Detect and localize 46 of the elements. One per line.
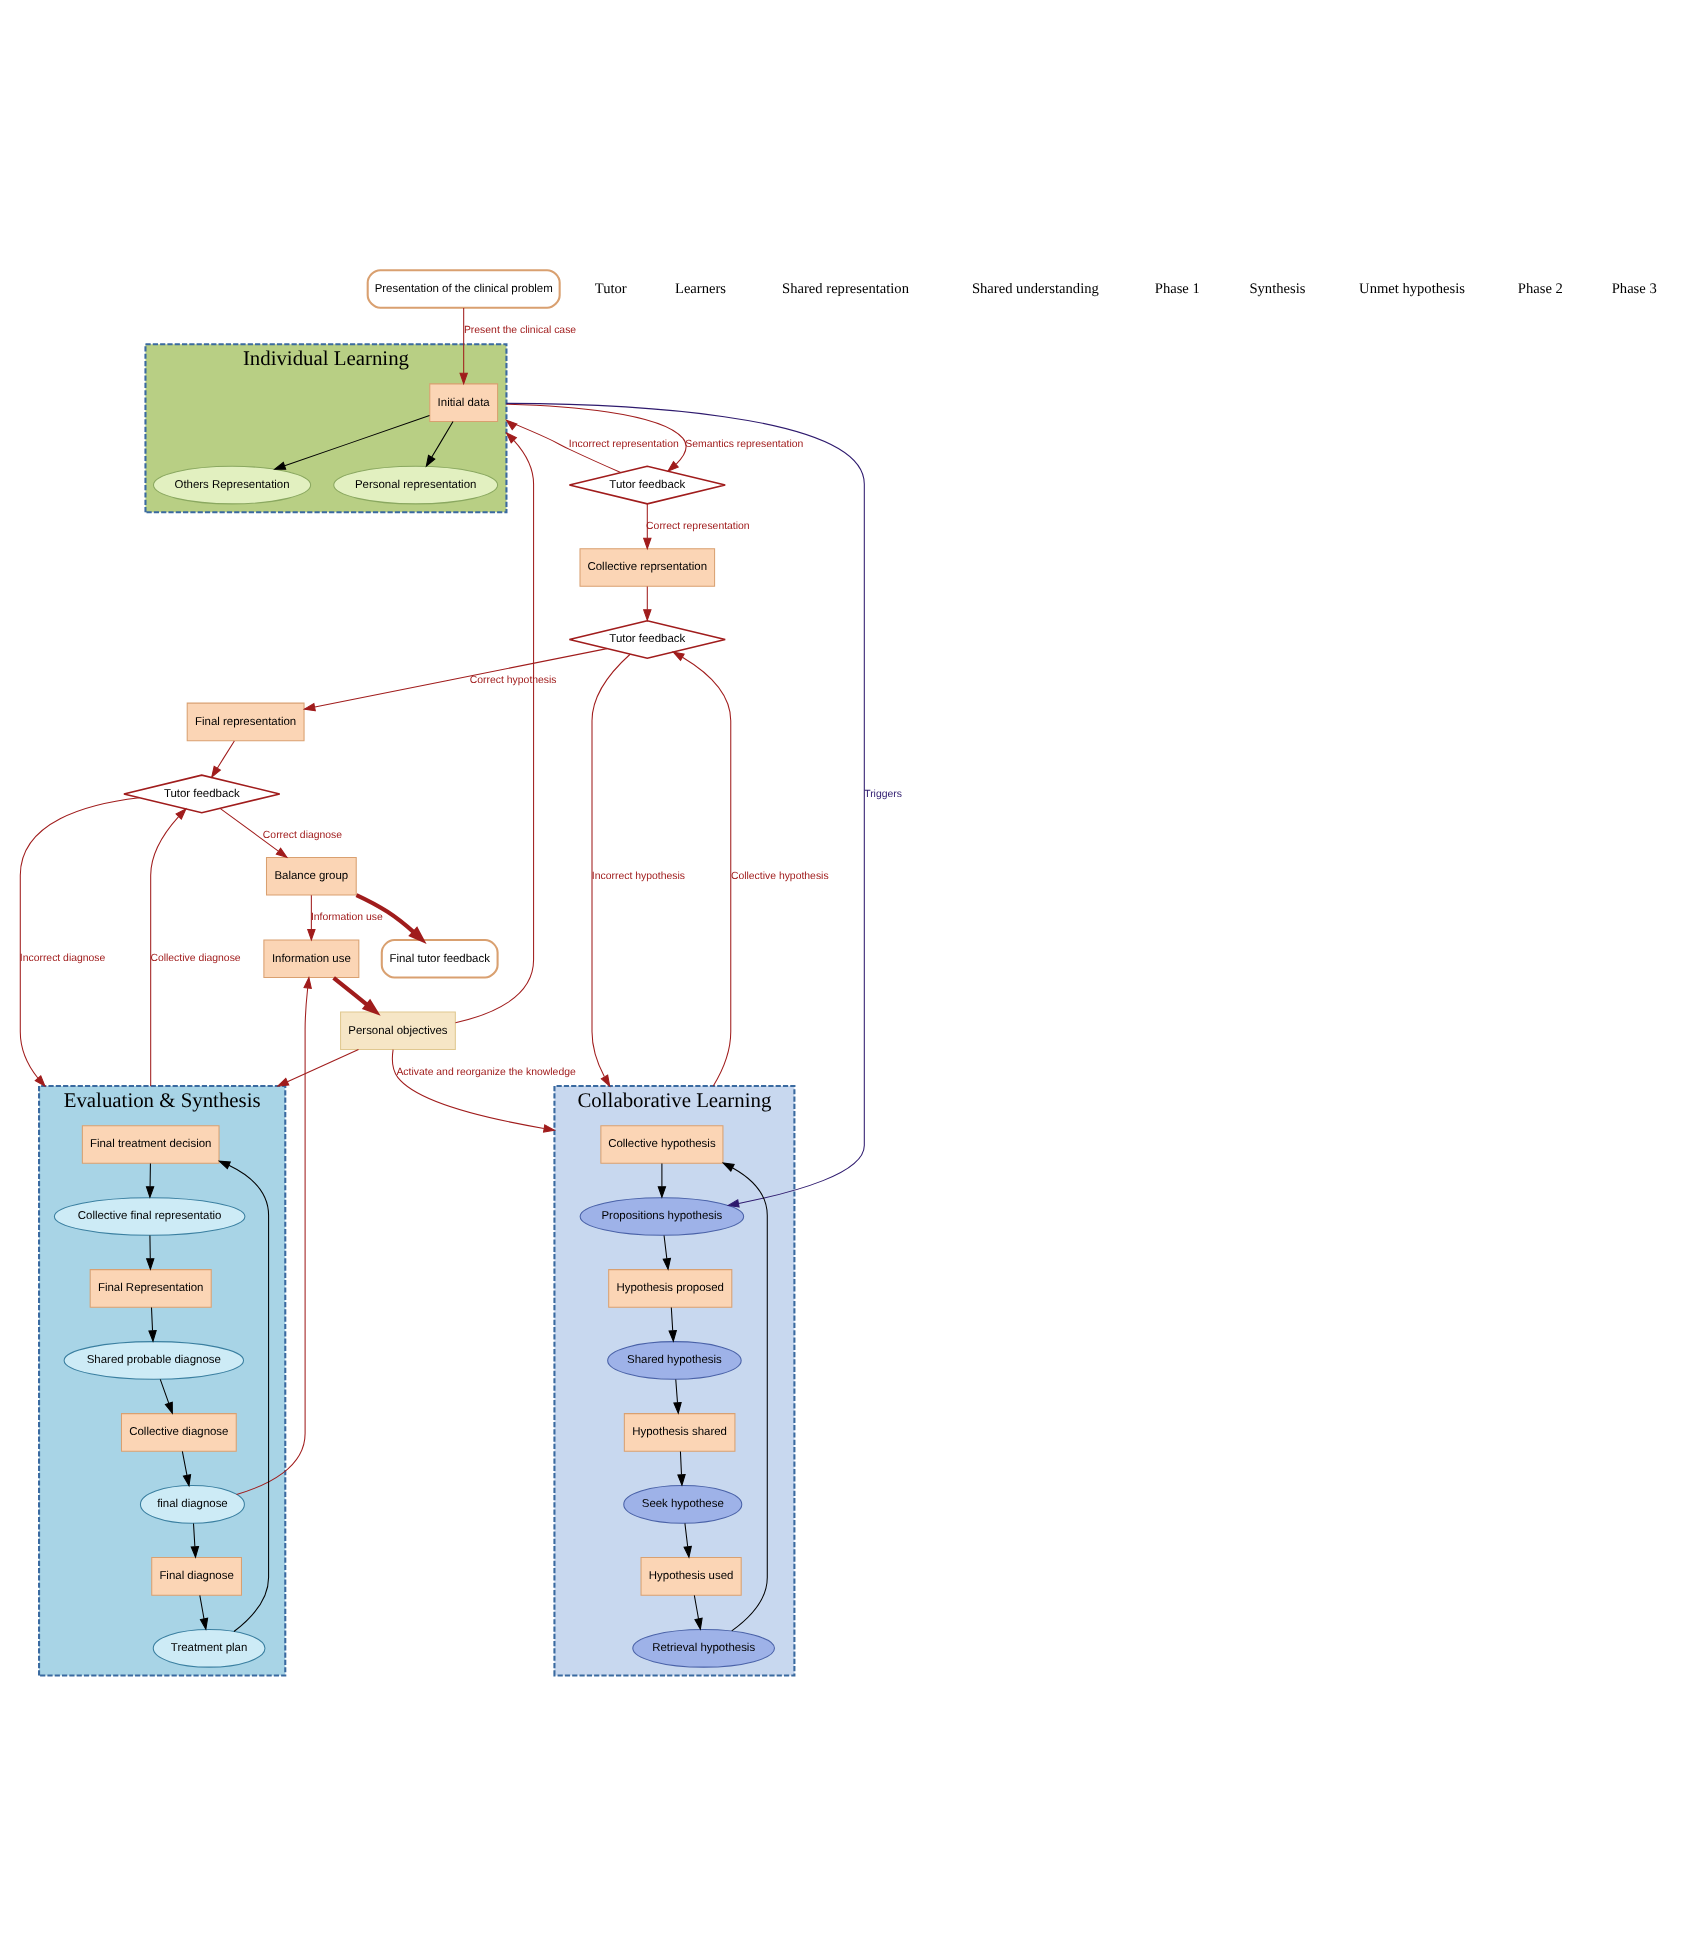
label: Shared understanding [971, 278, 1099, 297]
label: Learners [674, 278, 727, 297]
arrow [332, 976, 381, 1016]
arrow [391, 1049, 556, 1133]
arrow [19, 797, 140, 1088]
arrow [145, 1234, 155, 1271]
arrow [276, 1049, 359, 1087]
arrow [145, 1162, 155, 1199]
arrow [683, 1522, 692, 1559]
arrow [671, 651, 732, 1087]
arrow [642, 586, 652, 622]
arrow [642, 503, 652, 551]
arrow [459, 307, 469, 386]
arrow [302, 648, 608, 712]
arrow [273, 415, 430, 470]
arrow [668, 1306, 678, 1343]
arrow [355, 893, 427, 944]
arrow [673, 1378, 682, 1415]
label: Synthesis [1249, 278, 1306, 297]
label: Phase 1 [1154, 278, 1200, 297]
arrow [148, 1306, 157, 1343]
arrow [190, 1522, 200, 1559]
label: Phase 2 [1517, 278, 1563, 297]
arrow [505, 402, 865, 1208]
arrow [219, 808, 289, 859]
arrow [236, 976, 312, 1495]
arrow [657, 1162, 667, 1199]
arrow [181, 1450, 192, 1488]
arrow [425, 421, 454, 468]
arrow [505, 419, 622, 474]
arrow [677, 1450, 686, 1487]
arrow [159, 1378, 173, 1415]
arrow [150, 807, 187, 1087]
label: Unmet hypothesis [1359, 278, 1465, 297]
arrow [591, 653, 631, 1088]
arrow [693, 1594, 703, 1631]
arrow [199, 1594, 209, 1631]
arrow [662, 1234, 672, 1271]
label: Tutor [594, 278, 627, 297]
arrow [454, 431, 535, 1024]
arrow [217, 1160, 270, 1633]
arrow [505, 403, 687, 473]
arrow [721, 1162, 768, 1632]
label: Phase 3 [1611, 278, 1657, 297]
label: Shared representation [782, 278, 909, 297]
arrow [210, 740, 235, 779]
